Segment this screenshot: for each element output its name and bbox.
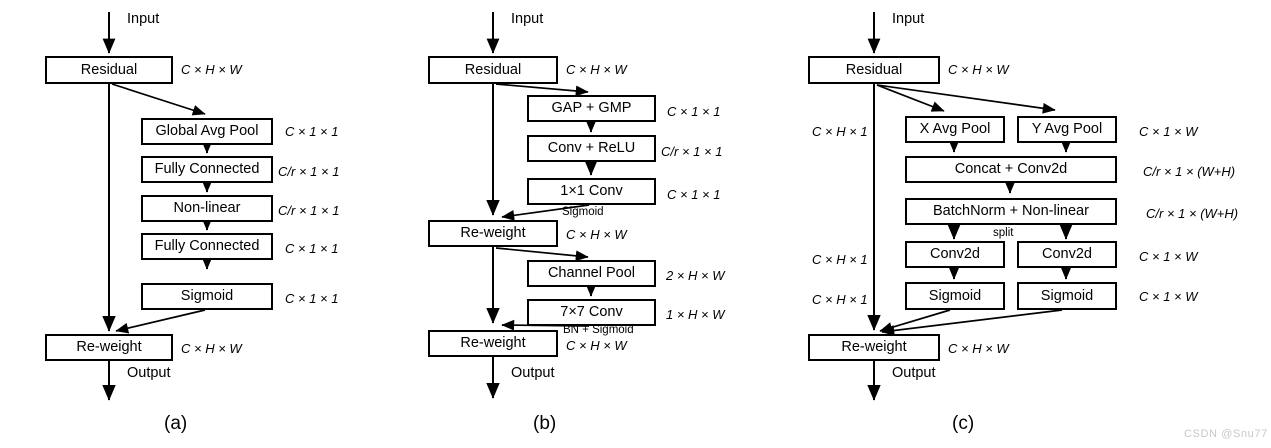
panel-b-dim-conv-7x7: 1 × H × W bbox=[666, 307, 725, 322]
panel-a-node-residual[interactable]: Residual bbox=[45, 56, 173, 84]
panel-b-output-label: Output bbox=[511, 365, 555, 381]
panel-a-dim-sigmoid: C × 1 × 1 bbox=[285, 291, 339, 306]
panel-c-input-label: Input bbox=[892, 11, 925, 27]
panel-c-dim-residual: C × H × W bbox=[948, 62, 1009, 77]
panel-c-dim-left-conv2d: C × H × 1 bbox=[812, 252, 868, 267]
panel-b-node-channel-pool[interactable]: Channel Pool bbox=[527, 260, 656, 287]
panel-c-node-conv2d-right[interactable]: Conv2d bbox=[1017, 241, 1117, 268]
panel-b-annotation-sigmoid: Sigmoid bbox=[562, 206, 604, 218]
panel-a-node-fully-connected-1[interactable]: Fully Connected bbox=[141, 156, 273, 183]
panel-b-dim-gap-gmp: C × 1 × 1 bbox=[667, 104, 721, 119]
panel-c-dim-conv2d-right: C × 1 × W bbox=[1139, 249, 1198, 264]
panel-a-input-label: Input bbox=[127, 11, 160, 27]
panel-b-node-conv-relu[interactable]: Conv + ReLU bbox=[527, 135, 656, 162]
panel-c-node-conv2d-left[interactable]: Conv2d bbox=[905, 241, 1005, 268]
panel-a-output-label: Output bbox=[127, 365, 171, 381]
panel-c-caption: (c) bbox=[952, 413, 975, 434]
panel-c-node-re-weight[interactable]: Re-weight bbox=[808, 334, 940, 361]
panel-a-node-global-avg-pool[interactable]: Global Avg Pool bbox=[141, 118, 273, 145]
panel-b-dim-conv-1x1: C × 1 × 1 bbox=[667, 187, 721, 202]
panel-b-dim-residual: C × H × W bbox=[566, 62, 627, 77]
panel-c-dim-left-sigmoid: C × H × 1 bbox=[812, 292, 868, 307]
panel-b-dim-re-weight-2: C × H × W bbox=[566, 338, 627, 353]
panel-c-node-residual[interactable]: Residual bbox=[808, 56, 940, 84]
panel-b-caption: (b) bbox=[533, 413, 557, 434]
panel-b-dim-conv-relu: C/r × 1 × 1 bbox=[661, 144, 723, 159]
panel-c-node-batchnorm-nonlinear[interactable]: BatchNorm + Non-linear bbox=[905, 198, 1117, 225]
panel-a-dim-global-avg-pool: C × 1 × 1 bbox=[285, 124, 339, 139]
panel-c-dim-batchnorm-nonlinear: C/r × 1 × (W+H) bbox=[1146, 206, 1239, 221]
panel-c-dim-left-x-avg-pool: C × H × 1 bbox=[812, 124, 868, 139]
panel-c-dim-y-avg-pool: C × 1 × W bbox=[1139, 124, 1198, 139]
panel-b-node-re-weight-2[interactable]: Re-weight bbox=[428, 330, 558, 357]
panel-a-caption: (a) bbox=[164, 413, 188, 434]
panel-b-node-re-weight-1[interactable]: Re-weight bbox=[428, 220, 558, 247]
panel-a-node-fully-connected-2[interactable]: Fully Connected bbox=[141, 233, 273, 260]
panel-a-node-re-weight[interactable]: Re-weight bbox=[45, 334, 173, 361]
panel-c-node-concat-conv2d[interactable]: Concat + Conv2d bbox=[905, 156, 1117, 183]
panel-a-node-non-linear[interactable]: Non-linear bbox=[141, 195, 273, 222]
panel-b-node-conv-7x7[interactable]: 7×7 Conv bbox=[527, 299, 656, 326]
panel-b-annotation-bn-sigmoid: BN + Sigmoid bbox=[563, 324, 634, 336]
panel-a-node-sigmoid[interactable]: Sigmoid bbox=[141, 283, 273, 310]
panel-c-node-sigmoid-right[interactable]: Sigmoid bbox=[1017, 282, 1117, 310]
panel-c-output-label: Output bbox=[892, 365, 936, 381]
panel-c-annotation-split: split bbox=[993, 227, 1014, 239]
panel-b-dim-channel-pool: 2 × H × W bbox=[666, 268, 725, 283]
watermark: CSDN @Snu77 bbox=[1184, 428, 1268, 440]
panel-a-dim-residual: C × H × W bbox=[181, 62, 242, 77]
panel-c-node-x-avg-pool[interactable]: X Avg Pool bbox=[905, 116, 1005, 143]
panel-a-dim-re-weight: C × H × W bbox=[181, 341, 242, 356]
panel-c-dim-re-weight: C × H × W bbox=[948, 341, 1009, 356]
panel-a-dim-non-linear: C/r × 1 × 1 bbox=[278, 203, 340, 218]
panel-b-dim-re-weight-1: C × H × W bbox=[566, 227, 627, 242]
panel-c-dim-sigmoid-right: C × 1 × W bbox=[1139, 289, 1198, 304]
panel-b-node-residual[interactable]: Residual bbox=[428, 56, 558, 84]
panel-c-node-sigmoid-left[interactable]: Sigmoid bbox=[905, 282, 1005, 310]
panel-a-dim-fully-connected-1: C/r × 1 × 1 bbox=[278, 164, 340, 179]
panel-c-node-y-avg-pool[interactable]: Y Avg Pool bbox=[1017, 116, 1117, 143]
panel-b-input-label: Input bbox=[511, 11, 544, 27]
panel-a-dim-fully-connected-2: C × 1 × 1 bbox=[285, 241, 339, 256]
panel-b-node-gap-gmp[interactable]: GAP + GMP bbox=[527, 95, 656, 122]
panel-c-dim-concat-conv2d: C/r × 1 × (W+H) bbox=[1143, 164, 1236, 179]
panel-b-node-conv-1x1[interactable]: 1×1 Conv bbox=[527, 178, 656, 205]
